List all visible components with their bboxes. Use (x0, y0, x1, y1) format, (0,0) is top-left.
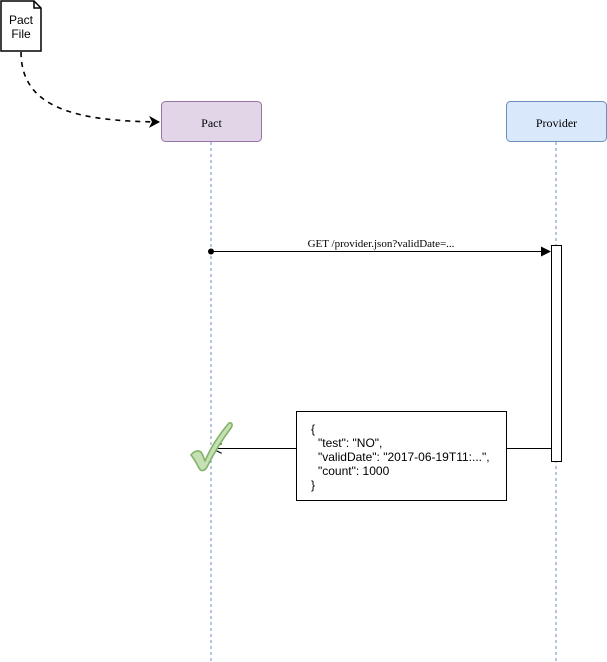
pact-file-label-line1: Pact (9, 13, 34, 27)
response-body-line: { (311, 422, 315, 436)
provider-participant-label: Provider (536, 116, 577, 130)
checkmark-icon (190, 422, 233, 472)
response-body-box[interactable]: { "test": "NO", "validDate": "2017-06-19… (296, 411, 507, 501)
provider-participant[interactable]: Provider (506, 101, 607, 142)
pact-participant-box (161, 101, 262, 142)
response-body-line: } (311, 478, 315, 492)
pact-file-label-line2: File (11, 27, 31, 41)
response-body-line: "count": 1000 (318, 464, 390, 478)
response-body-line: "test": "NO", (318, 436, 382, 450)
request-label: GET /provider.json?validDate=... (308, 238, 455, 250)
pact-file-document[interactable]: Pact File (0, 0, 42, 52)
response-body-line: "validDate": "2017-06-19T11:...", (318, 450, 490, 464)
provider-activation-bar (551, 245, 562, 462)
pact-participant[interactable]: Pact (161, 101, 262, 142)
pact-participant-label: Pact (201, 116, 222, 130)
file-to-pact-connector (20, 51, 160, 128)
